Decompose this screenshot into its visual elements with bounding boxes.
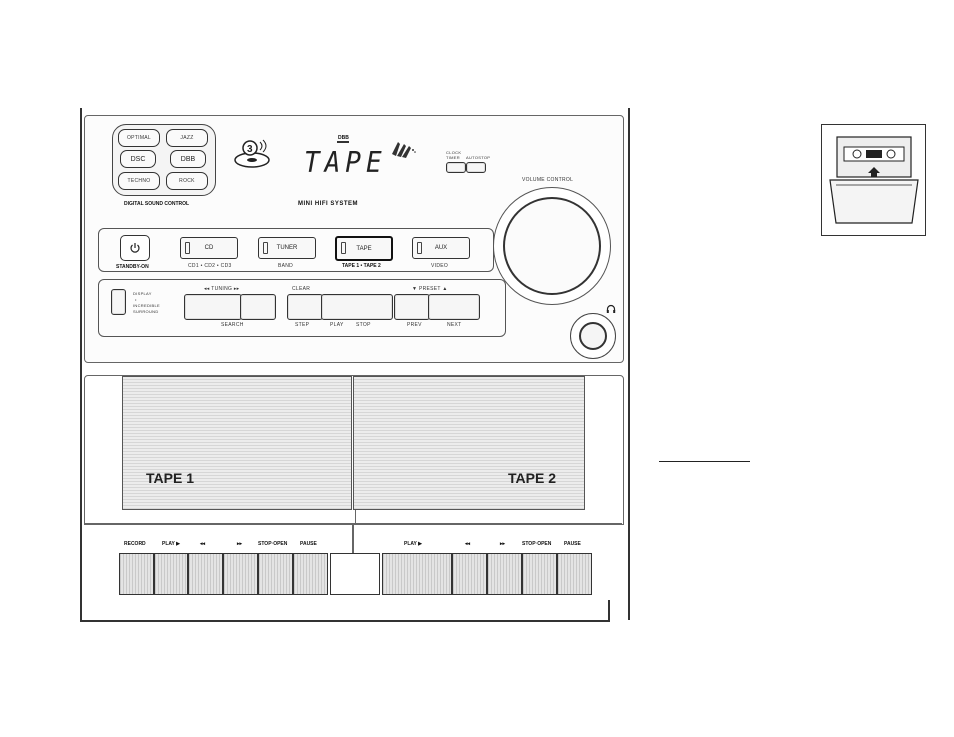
deck2-ffwd-label: ▸▸ (500, 541, 506, 547)
tuning-up-button[interactable] (240, 294, 276, 320)
deck1-pause-label: PAUSE (300, 541, 317, 547)
clear-step-button[interactable] (287, 294, 323, 320)
deck2-play-label: PLAY ▶ (404, 541, 423, 547)
deck2-stop-label: STOP·OPEN (522, 541, 552, 547)
signal-icon (388, 132, 418, 158)
search-label: SEARCH (221, 322, 244, 328)
disc-logo-icon: 3 (232, 136, 272, 170)
deck2-rewind-label: ◂◂ (465, 541, 471, 547)
volume-knob[interactable] (503, 197, 601, 295)
jazz-button[interactable]: JAZZ (166, 129, 208, 147)
incredible-label: INCREDIBLE (133, 303, 161, 308)
preset-up-button[interactable] (428, 294, 480, 320)
power-icon (130, 243, 140, 253)
deck2-pause-label: PAUSE (564, 541, 581, 547)
deck1-door[interactable] (122, 376, 352, 510)
deck1-ffwd-label: ▸▸ (237, 541, 243, 547)
clear-label: CLEAR (292, 286, 311, 292)
cd-button[interactable]: CD (180, 237, 238, 259)
rock-button[interactable]: ROCK (166, 172, 208, 190)
clock-timer-button[interactable] (446, 162, 466, 173)
hifi-unit (80, 108, 630, 620)
stop-label: STOP (356, 322, 371, 328)
step-label: STEP (295, 322, 310, 328)
play-label: PLAY (330, 322, 344, 328)
separator-line (659, 461, 750, 462)
aux-button[interactable]: AUX (412, 237, 470, 259)
display-label: DISPLAY (133, 291, 152, 296)
deck1-play-label: PLAY ▶ (162, 541, 181, 547)
system-name: MINI HIFI SYSTEM (298, 201, 359, 207)
center-blank (330, 553, 380, 595)
standby-label: STANDBY-ON (116, 264, 149, 270)
deck1-ffwd-key[interactable] (223, 553, 258, 595)
autostop-button[interactable] (466, 162, 486, 173)
autostop-label: AUTOSTOP (466, 155, 491, 160)
display-dot: • (135, 297, 137, 302)
deck2-play-key[interactable] (382, 553, 452, 595)
video-label: VIDEO (431, 263, 449, 269)
record-key[interactable] (119, 553, 154, 595)
tuning-down-button[interactable] (184, 294, 242, 320)
preset-down-button[interactable] (394, 294, 430, 320)
tape-sub-label: TAPE 1 • TAPE 2 (342, 263, 381, 269)
tuning-label: ◂◂ TUNING ▸▸ (204, 286, 240, 292)
source-group (98, 228, 494, 272)
unit-base (80, 600, 610, 622)
play-stop-button[interactable] (321, 294, 393, 320)
techno-button[interactable]: TECHNO (118, 172, 160, 190)
deck2-door[interactable] (353, 376, 585, 510)
display-switch[interactable] (111, 289, 126, 315)
deck2-stop-key[interactable] (522, 553, 557, 595)
deck2-rewind-key[interactable] (452, 553, 487, 595)
deck1-pause-key[interactable] (293, 553, 328, 595)
cassette-insert-icon (821, 124, 926, 236)
headphone-icon (606, 301, 616, 319)
tape1-label: TAPE 1 (146, 470, 194, 486)
tuner-button[interactable]: TUNER (258, 237, 316, 259)
dsc-button[interactable]: DSC (120, 150, 156, 168)
deck2-ffwd-key[interactable] (487, 553, 522, 595)
svg-text:3: 3 (247, 144, 253, 155)
record-label: RECORD (124, 541, 146, 547)
standby-button[interactable] (120, 235, 150, 261)
tape-button[interactable]: TAPE (335, 236, 393, 261)
headphone-jack[interactable] (579, 322, 607, 350)
dbb-button[interactable]: DBB (170, 150, 206, 168)
next-label: NEXT (447, 322, 462, 328)
cd-sub-label: CD1 • CD2 • CD3 (188, 263, 232, 269)
band-label: BAND (278, 263, 294, 269)
tuning-group (98, 279, 506, 337)
deck2-pause-key[interactable] (557, 553, 592, 595)
dbb-indicator: DBB (338, 135, 349, 141)
deck-divider (352, 523, 354, 553)
tape2-label: TAPE 2 (508, 470, 556, 486)
display-text: TAPE (304, 146, 387, 180)
optimal-button[interactable]: OPTIMAL (118, 129, 160, 147)
clock-timer-label: CLOCK TIMER (446, 150, 462, 160)
deck1-rewind-label: ◂◂ (200, 541, 206, 547)
surround-label: SURROUND (133, 309, 159, 314)
volume-label: VOLUME CONTROL (522, 177, 574, 183)
deck1-play-key[interactable] (154, 553, 188, 595)
deck1-stop-key[interactable] (258, 553, 293, 595)
dsc-label: DIGITAL SOUND CONTROL (124, 201, 190, 207)
preset-label: ▼ PRESET ▲ (412, 286, 448, 292)
deck1-rewind-key[interactable] (188, 553, 223, 595)
prev-label: PREV (407, 322, 422, 328)
dbb-indicator-bar (337, 141, 349, 143)
deck1-stop-label: STOP·OPEN (258, 541, 288, 547)
